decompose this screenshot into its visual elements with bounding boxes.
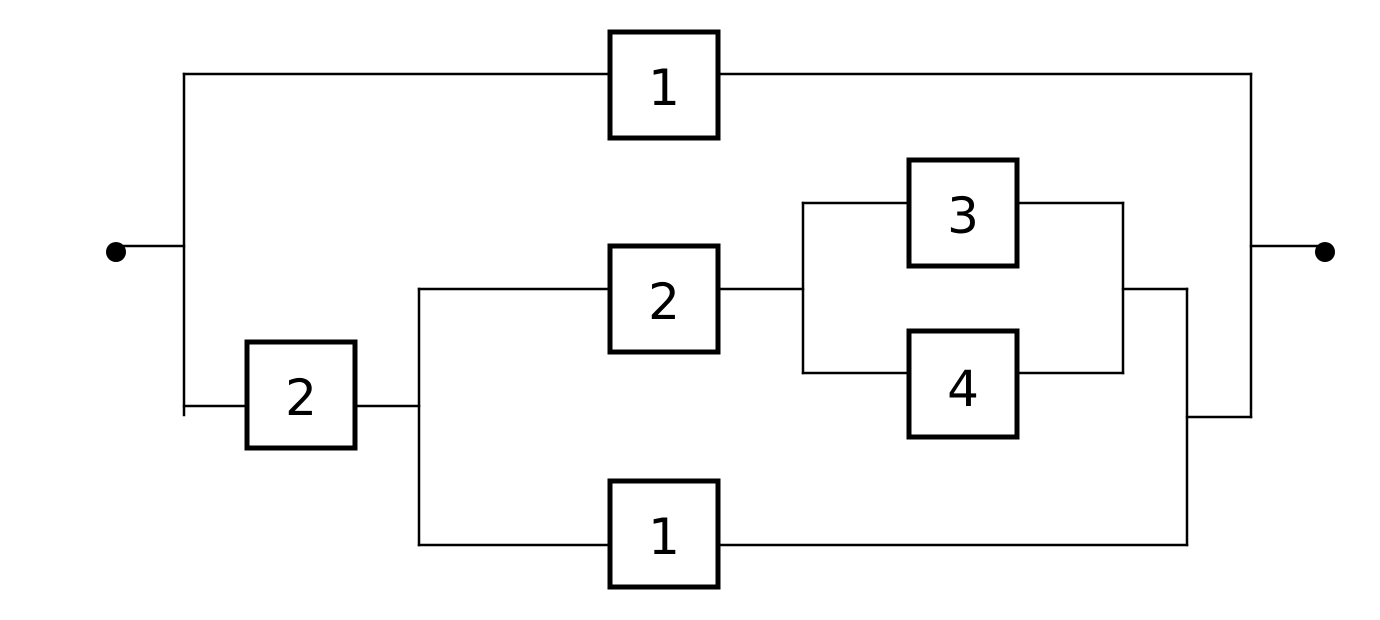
block-upper-3-box — [906, 157, 1020, 269]
block-left-2-box — [244, 339, 358, 451]
block-left-2-label: 2 — [285, 369, 317, 427]
block-bottom-1: 1 — [607, 478, 721, 590]
block-mid-2: 2 — [607, 243, 721, 355]
block-upper-3-label: 3 — [947, 187, 979, 245]
connection-wires — [114, 72, 1326, 547]
input-terminal — [106, 242, 126, 262]
block-lower-4-box — [906, 328, 1020, 440]
block-mid-2-label: 2 — [648, 273, 680, 331]
block-top-1-box — [607, 29, 721, 141]
block-lower-4-label: 4 — [947, 360, 979, 418]
block-left-2: 2 — [244, 339, 358, 451]
output-terminal — [1315, 242, 1335, 262]
block-top-1: 1 — [607, 29, 721, 141]
block-bottom-1-box — [607, 478, 721, 590]
block-lower-4: 4 — [906, 328, 1020, 440]
block-mid-2-box — [607, 243, 721, 355]
block-upper-3: 3 — [906, 157, 1020, 269]
block-top-1-label: 1 — [648, 59, 680, 117]
block-bottom-1-label: 1 — [648, 508, 680, 566]
